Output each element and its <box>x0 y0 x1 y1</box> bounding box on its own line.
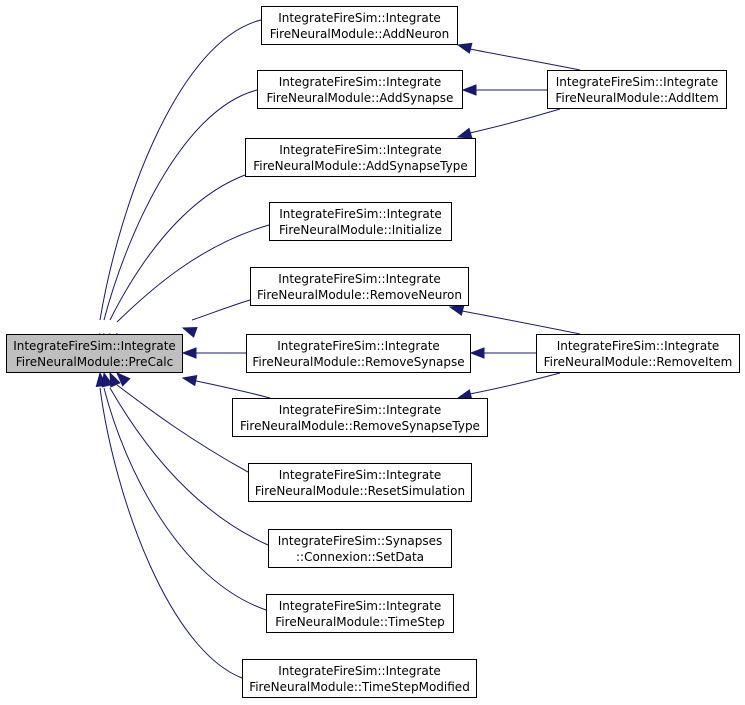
edge-removeneuron-precalc <box>181 299 251 338</box>
edge-additem-addsynapse-arrowhead <box>461 84 477 96</box>
node-removesynapse[interactable]: IntegrateFireSim::Integrate FireNeuralMo… <box>246 334 471 373</box>
node-addsynapse[interactable]: IntegrateFireSim::Integrate FireNeuralMo… <box>257 70 463 109</box>
node-addneuron[interactable]: IntegrateFireSim::Integrate FireNeuralMo… <box>261 6 458 45</box>
node-initialize-line2: FireNeuralModule::Initialize <box>279 222 442 237</box>
node-precalc-line2: FireNeuralModule::PreCalc <box>15 354 174 369</box>
node-addsynapsetype-line2: FireNeuralModule::AddSynapseType <box>253 158 468 173</box>
node-addsynapse-line2: FireNeuralModule::AddSynapse <box>266 90 454 105</box>
node-setdata-line1: IntegrateFireSim::Synapses <box>277 533 443 548</box>
edge-setdata-precalc <box>109 371 269 546</box>
node-removesynapsetype-line2: FireNeuralModule::RemoveSynapseType <box>240 418 480 433</box>
node-initialize[interactable]: IntegrateFireSim::Integrate FireNeuralMo… <box>269 202 452 241</box>
node-addsynapse-line1: IntegrateFireSim::Integrate <box>278 74 442 89</box>
node-additem-line1: IntegrateFireSim::Integrate <box>555 74 719 89</box>
edge-additem-addsynapse <box>461 84 547 96</box>
edge-additem-addsynapsetype <box>456 108 561 139</box>
node-timestep-line1: IntegrateFireSim::Integrate <box>278 598 442 613</box>
node-resetsimulation[interactable]: IntegrateFireSim::Integrate FireNeuralMo… <box>248 463 472 502</box>
node-additem[interactable]: IntegrateFireSim::Integrate FireNeuralMo… <box>547 70 727 109</box>
node-addneuron-line2: FireNeuralModule::AddNeuron <box>269 26 450 41</box>
node-removeitem-line1: IntegrateFireSim::Integrate <box>556 338 720 353</box>
node-addneuron-line1: IntegrateFireSim::Integrate <box>278 10 441 25</box>
node-addsynapsetype-line1: IntegrateFireSim::Integrate <box>279 142 442 157</box>
node-setdata[interactable]: IntegrateFireSim::Synapses ::Connexion::… <box>268 529 452 568</box>
edge-additem-addsynapsetype-arrowhead <box>456 127 473 139</box>
node-timestep[interactable]: IntegrateFireSim::Integrate FireNeuralMo… <box>266 594 454 633</box>
node-removeneuron-line1: IntegrateFireSim::Integrate <box>278 271 441 286</box>
edge-additem-addneuron-arrowhead <box>456 42 473 54</box>
edge-removeitem-removesynapse <box>469 347 536 359</box>
node-timestepmodified-line2: FireNeuralModule::TimeStepModified <box>249 679 470 694</box>
node-removesynapse-line2: FireNeuralModule::RemoveSynapse <box>252 354 465 369</box>
edge-timestepmodified-precalc-arrowhead <box>95 371 108 388</box>
node-removeneuron[interactable]: IntegrateFireSim::Integrate FireNeuralMo… <box>250 267 469 306</box>
node-removesynapsetype[interactable]: IntegrateFireSim::Integrate FireNeuralMo… <box>232 398 488 437</box>
edge-removeitem-removeneuron <box>448 304 581 335</box>
node-timestepmodified[interactable]: IntegrateFireSim::Integrate FireNeuralMo… <box>242 659 477 698</box>
node-resetsimulation-line1: IntegrateFireSim::Integrate <box>278 467 442 482</box>
edge-resetsimulation-precalc <box>116 372 249 473</box>
node-removeitem-line2: FireNeuralModule::RemoveItem <box>543 354 733 369</box>
edge-removeitem-removesynapsetype <box>456 372 561 401</box>
node-precalc-line1: IntegrateFireSim::Integrate <box>13 338 176 353</box>
node-removeitem[interactable]: IntegrateFireSim::Integrate FireNeuralMo… <box>536 334 740 373</box>
edge-removeneuron-precalc-arrowhead <box>181 327 198 338</box>
edge-removesynapsetype-precalc-arrowhead <box>181 375 198 387</box>
edge-addneuron-precalc <box>98 19 262 349</box>
edge-timestepmodified-precalc <box>95 371 243 679</box>
edge-resetsimulation-precalc-arrowhead <box>116 372 131 387</box>
node-resetsimulation-line2: FireNeuralModule::ResetSimulation <box>254 483 466 498</box>
edge-additem-addneuron <box>456 42 581 71</box>
node-timestepmodified-line1: IntegrateFireSim::Integrate <box>278 663 441 678</box>
edge-removeitem-removesynapse-arrowhead <box>469 347 485 359</box>
edge-removesynapsetype-precalc <box>181 375 271 399</box>
edge-removeitem-removeneuron-arrowhead <box>448 304 465 316</box>
node-removesynapsetype-line1: IntegrateFireSim::Integrate <box>278 402 442 417</box>
node-additem-line2: FireNeuralModule::AddItem <box>555 90 719 105</box>
edge-removesynapse-precalc <box>181 347 246 359</box>
node-removesynapse-line1: IntegrateFireSim::Integrate <box>277 338 440 353</box>
node-timestep-line2: FireNeuralModule::TimeStep <box>275 614 445 629</box>
node-initialize-line1: IntegrateFireSim::Integrate <box>279 206 442 221</box>
node-addsynapsetype[interactable]: IntegrateFireSim::Integrate FireNeuralMo… <box>245 138 476 177</box>
edge-removesynapse-precalc-arrowhead <box>181 347 197 359</box>
node-removeneuron-line2: FireNeuralModule::RemoveNeuron <box>256 287 462 302</box>
edge-setdata-precalc-arrowhead <box>109 371 121 388</box>
node-precalc[interactable]: IntegrateFireSim::Integrate FireNeuralMo… <box>6 334 183 373</box>
node-setdata-line2: ::Connexion::SetData <box>295 549 424 564</box>
